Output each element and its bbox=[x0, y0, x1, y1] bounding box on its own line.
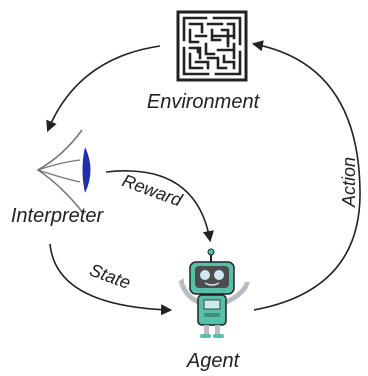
reward-arrow bbox=[105, 170, 214, 243]
maze-icon bbox=[176, 10, 248, 82]
environment-label: Environment bbox=[147, 91, 261, 113]
interpreter-label: Interpreter bbox=[11, 205, 105, 227]
action-arrow bbox=[251, 40, 361, 311]
eye-icon bbox=[36, 129, 91, 215]
robot-icon bbox=[178, 248, 250, 338]
state-arrow bbox=[49, 243, 173, 316]
reward-label: Reward bbox=[119, 170, 185, 210]
agent-label: Agent bbox=[186, 350, 241, 372]
environment-to-interpreter-arrow bbox=[46, 45, 161, 133]
action-label: Action bbox=[339, 157, 359, 208]
state-label: State bbox=[87, 260, 133, 293]
